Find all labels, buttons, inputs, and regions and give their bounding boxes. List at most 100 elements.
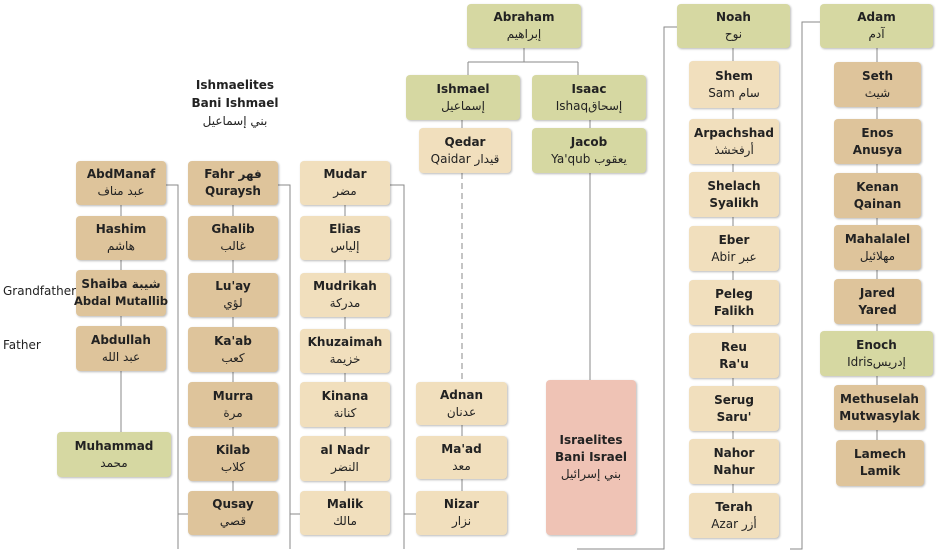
mudrikah-name: Mudrikah	[313, 279, 377, 293]
ishmaelites-arabic: بني إسماعيل	[202, 114, 268, 128]
qusay-name: Qusay	[212, 497, 254, 511]
box-kenan[interactable]: Kenan Qainan	[834, 173, 921, 218]
kenan-name: Kenan	[856, 179, 899, 194]
box-malik[interactable]: Malik مالك	[300, 491, 390, 535]
adam-name: Adam	[857, 10, 896, 24]
box-shelach[interactable]: Shelach Syalikh	[689, 172, 779, 217]
reu-name: Reu	[721, 339, 747, 354]
adnan-name: Adnan	[439, 387, 484, 402]
box-mudrikah[interactable]: Mudrikah مدركة	[300, 273, 390, 317]
kenan-alt: Qainan	[853, 196, 902, 211]
box-qusay[interactable]: Qusay قصي	[188, 491, 278, 535]
kaab-arabic: كعب	[221, 350, 245, 365]
box-serug[interactable]: Serug Saru'	[689, 386, 779, 431]
box-terah[interactable]: Terah Azar أزر	[689, 493, 779, 538]
elias-name: Elias	[329, 222, 361, 236]
seth-name: Seth	[861, 68, 894, 83]
box-methuselah[interactable]: Methuselah Mutwasylak	[834, 385, 925, 430]
box-hashim[interactable]: Hashim هاشم	[76, 216, 166, 260]
box-jacob[interactable]: Jacob Ya'qub يعقوب	[532, 128, 646, 173]
terah-arabic: Azar أزر	[711, 516, 757, 531]
muhammad-name: Muhammad	[74, 438, 154, 453]
box-adam[interactable]: Adam آدم	[820, 4, 933, 48]
box-maad[interactable]: Ma'ad معد	[416, 436, 507, 479]
box-enoch[interactable]: Enoch Idrisإدريس	[820, 331, 933, 376]
box-arpachshad[interactable]: Arpachshad أرفخشذ	[689, 119, 779, 164]
nahor-alt: Nahur	[713, 462, 755, 477]
box-nahor[interactable]: Nahor Nahur	[689, 439, 779, 484]
mudrikah-arabic: مدركة	[329, 296, 361, 310]
father-label: Father	[3, 338, 41, 352]
box-qedar[interactable]: Qedar Qaidar قيدار	[419, 128, 511, 173]
khuzaimah-name: Khuzaimah	[307, 335, 383, 349]
box-abdmanaf[interactable]: AbdManaf عبد مناف	[76, 161, 166, 205]
box-ghalib[interactable]: Ghalib غالب	[188, 216, 278, 260]
noah-arabic: نوح	[724, 27, 743, 41]
abdmanaf-arabic: عبد مناف	[97, 184, 145, 198]
mahalalel-name: Mahalalel	[844, 231, 911, 246]
box-ishmael[interactable]: Ishmael إسماعيل	[406, 75, 520, 120]
box-eber[interactable]: Eber Abir عبر	[689, 226, 779, 271]
lamech-name: Lamech	[853, 447, 907, 461]
mudar-name: Mudar	[323, 167, 367, 181]
box-kaab[interactable]: Ka'ab كعب	[188, 327, 278, 372]
seth-arabic: شيث	[864, 85, 891, 100]
box-noah[interactable]: Noah نوح	[677, 4, 790, 48]
box-alnadr[interactable]: al Nadr النضر	[300, 436, 390, 481]
peleg-name: Peleg	[715, 286, 753, 301]
serug-alt: Saru'	[716, 409, 752, 424]
box-peleg[interactable]: Peleg Falikh	[689, 280, 779, 325]
qedar-arabic: Qaidar قيدار	[430, 151, 500, 166]
box-nizar[interactable]: Nizar نزار	[416, 491, 507, 535]
shaiba-title: Abdal Mutallib	[73, 294, 169, 308]
alnadr-arabic: النضر	[331, 459, 359, 474]
box-luay[interactable]: Lu'ay لؤي	[188, 273, 278, 317]
abdullah-name: Abdullah	[91, 332, 151, 347]
enos-alt: Anusya	[852, 142, 903, 157]
malik-arabic: مالك	[333, 514, 357, 528]
enoch-arabic: Idrisإدريس	[847, 354, 906, 369]
box-muhammad[interactable]: Muhammad محمد	[57, 432, 171, 477]
box-lamech[interactable]: Lamech Lamik	[836, 440, 924, 486]
box-kilab[interactable]: Kilab كلاب	[188, 436, 278, 481]
box-mahalalel[interactable]: Mahalalel مهلائيل	[834, 225, 921, 270]
nahor-name: Nahor	[713, 445, 755, 460]
box-abdullah[interactable]: Abdullah عبد الله	[76, 326, 166, 371]
abdullah-arabic: عبد الله	[101, 349, 141, 364]
isaac-name: Isaac	[571, 81, 607, 96]
adam-arabic: آدم	[868, 27, 885, 41]
jared-name: Jared	[859, 285, 896, 300]
box-seth[interactable]: Seth شيث	[834, 62, 921, 107]
box-adnan[interactable]: Adnan عدنان	[416, 382, 507, 425]
hashim-name: Hashim	[95, 222, 147, 236]
box-israelites[interactable]: Israelites Bani Israel بني إسرائيل	[546, 380, 636, 535]
box-elias[interactable]: Elias إلياس	[300, 216, 390, 260]
shem-arabic: Sam سام	[708, 85, 760, 100]
adnan-arabic: عدنان	[446, 404, 477, 419]
box-mudar[interactable]: Mudar مضر	[300, 161, 390, 205]
murra-name: Murra	[212, 388, 254, 403]
jared-alt: Yared	[858, 302, 897, 317]
arpachshad-name: Arpachshad	[694, 125, 774, 140]
elias-arabic: إلياس	[330, 239, 360, 253]
ishmael-arabic: إسماعيل	[441, 98, 485, 113]
box-shem[interactable]: Shem Sam سام	[689, 61, 779, 108]
box-khuzaimah[interactable]: Khuzaimah خزيمة	[300, 329, 390, 373]
fahr-quraysh: Quraysh	[205, 184, 261, 198]
box-jared[interactable]: Jared Yared	[834, 279, 921, 324]
box-shaiba[interactable]: Shaiba شيبة Abdal Mutallib	[73, 270, 169, 316]
qedar-name: Qedar	[444, 134, 486, 149]
box-enos[interactable]: Enos Anusya	[834, 119, 921, 164]
lamech-alt: Lamik	[859, 464, 901, 478]
box-isaac[interactable]: Isaac Ishaqإسحاق	[532, 75, 646, 120]
box-fahr[interactable]: Fahr فهر Quraysh	[188, 161, 278, 205]
box-kinana[interactable]: Kinana كنانة	[300, 382, 390, 427]
box-reu[interactable]: Reu Ra'u	[689, 333, 779, 378]
kinana-name: Kinana	[321, 388, 369, 403]
methuselah-name: Methuselah	[840, 391, 919, 406]
fahr-name: Fahr فهر	[204, 167, 262, 181]
noah-name: Noah	[716, 10, 751, 24]
nizar-arabic: نزار	[451, 514, 472, 528]
box-murra[interactable]: Murra مرة	[188, 382, 278, 427]
box-abraham[interactable]: Abraham إبراهيم	[467, 4, 581, 48]
